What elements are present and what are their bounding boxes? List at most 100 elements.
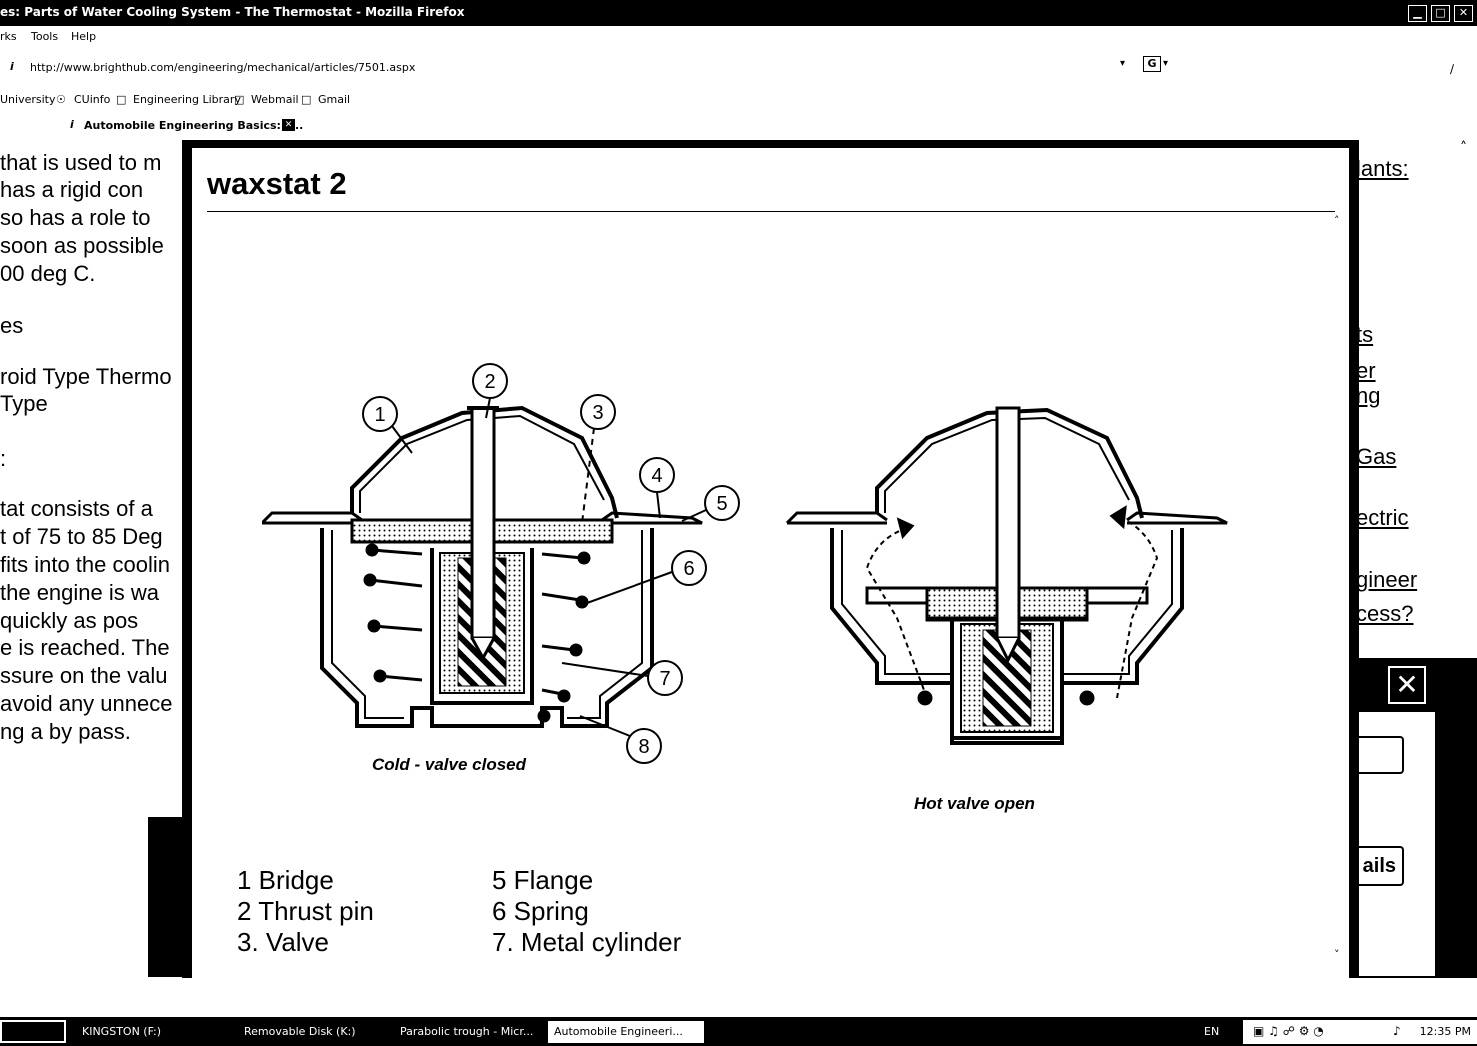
- minimize-button[interactable]: ▁: [1408, 5, 1427, 22]
- task-removable-disk[interactable]: Removable Disk (K:): [244, 1025, 356, 1038]
- navigation-toolbar: i http://www.brighthub.com/engineering/m…: [0, 56, 1477, 80]
- article-line: so has a role to: [0, 205, 151, 230]
- page-scroll-up-icon[interactable]: ˄: [1460, 140, 1467, 156]
- page-scroll-down-icon[interactable]: ˅: [1460, 960, 1467, 976]
- close-button[interactable]: ✕: [1454, 5, 1473, 22]
- article-line: avoid any unnece: [0, 691, 173, 716]
- legend-item-thrust-pin: 2 Thrust pin: [237, 896, 374, 926]
- article-line: 00 deg C.: [0, 261, 96, 286]
- callout-8: 8: [638, 736, 649, 758]
- tab-close-icon[interactable]: ✕: [282, 119, 295, 131]
- title-divider: [207, 211, 1335, 212]
- task-parabolic-trough[interactable]: Parabolic trough - Micr...: [400, 1025, 534, 1038]
- callout-4: 4: [651, 465, 662, 487]
- volume-icon[interactable]: ♪: [1393, 1024, 1401, 1038]
- search-engine-icon[interactable]: G: [1143, 56, 1161, 72]
- resize-grip-icon: ∕: [1450, 62, 1455, 76]
- clock: 12:35 PM: [1419, 1025, 1471, 1038]
- article-line: quickly as pos: [0, 608, 139, 633]
- article-line: :: [0, 446, 7, 471]
- article-line: fits into the coolin: [0, 552, 170, 577]
- callout-7: 7: [659, 668, 670, 690]
- caption-hot: Hot valve open: [914, 794, 1035, 813]
- page-scrollbar-track: [1435, 658, 1477, 978]
- related-link[interactable]: cess?: [1356, 601, 1414, 626]
- hot-thermostat-drawing: [785, 406, 1228, 745]
- bookmark-engineering-library[interactable]: Engineering Library: [133, 93, 241, 106]
- page-icon: □: [234, 93, 245, 106]
- image-lightbox: waxstat 2 ˄ ˅: [182, 140, 1359, 978]
- article-line: that is used to m: [0, 150, 162, 175]
- window-title: es: Parts of Water Cooling System - The …: [0, 5, 465, 19]
- page-icon: □: [116, 93, 127, 106]
- taskbar: KINGSTON (F:) Removable Disk (K:) Parabo…: [0, 1017, 1477, 1046]
- legend-item-spring: 6 Spring: [492, 896, 589, 926]
- related-link[interactable]: gineer: [1356, 567, 1418, 592]
- side-panel-input[interactable]: [1355, 736, 1404, 774]
- related-link[interactable]: er: [1356, 358, 1376, 383]
- article-line: roid Type Thermo: [0, 364, 172, 389]
- bookmarks-toolbar: University ☉ CUinfo □ Engineering Librar…: [0, 91, 1100, 109]
- task-automobile-engineering[interactable]: Automobile Engineeri...: [548, 1021, 704, 1043]
- article-line: ng a by pass.: [0, 719, 131, 744]
- search-dropdown-icon[interactable]: ▾: [1163, 58, 1169, 69]
- caption-cold: Cold - valve closed: [372, 755, 526, 774]
- callout-2: 2: [484, 371, 495, 393]
- task-kingston[interactable]: KINGSTON (F:): [82, 1025, 162, 1038]
- page-icon: □: [301, 93, 312, 106]
- side-panel-details-button[interactable]: ails: [1355, 846, 1404, 886]
- bookmark-university[interactable]: University: [0, 93, 56, 106]
- maximize-button[interactable]: □: [1431, 5, 1450, 22]
- tab-favicon-icon: i: [70, 118, 74, 131]
- related-link[interactable]: Gas: [1356, 444, 1397, 469]
- legend-item-bridge: 1 Bridge: [237, 865, 334, 895]
- language-indicator[interactable]: EN: [1204, 1025, 1220, 1038]
- dropdown-arrow-icon[interactable]: ▾: [1120, 58, 1126, 69]
- site-identity-icon[interactable]: i: [10, 60, 14, 73]
- window-titlebar: es: Parts of Water Cooling System - The …: [0, 0, 1477, 26]
- cuinfo-icon: ☉: [56, 93, 66, 106]
- bookmark-gmail[interactable]: Gmail: [318, 93, 351, 106]
- article-line: es: [0, 313, 24, 338]
- system-tray: ▣ ♫ ☍ ⚙ ◔ ♪ 12:35 PM: [1243, 1020, 1477, 1044]
- article-line: soon as possible: [0, 233, 164, 258]
- callout-1: 1: [374, 404, 385, 426]
- ad-image: [148, 817, 183, 977]
- address-bar[interactable]: http://www.brighthub.com/engineering/mec…: [30, 61, 416, 74]
- article-line: t of 75 to 85 Deg: [0, 524, 163, 549]
- related-link[interactable]: lants:: [1356, 156, 1409, 181]
- article-line: tat consists of a: [0, 496, 153, 521]
- related-link[interactable]: ts: [1356, 322, 1374, 347]
- article-line: has a rigid con: [0, 177, 144, 202]
- legend-item-flange: 5 Flange: [492, 865, 594, 895]
- lightbox-title: waxstat 2: [207, 166, 347, 201]
- article-line: ssure on the valu: [0, 663, 168, 688]
- article-line: Type: [0, 391, 48, 416]
- related-link[interactable]: ectric: [1356, 505, 1409, 530]
- tray-icons[interactable]: ▣ ♫ ☍ ⚙ ◔: [1253, 1024, 1324, 1038]
- related-link[interactable]: ng: [1356, 383, 1381, 408]
- thermostat-diagram: 1 2 3 4 5 6 7 8: [262, 363, 1228, 764]
- bookmark-cuinfo[interactable]: CUinfo: [74, 93, 111, 106]
- cold-thermostat-drawing: [262, 363, 740, 764]
- bookmark-webmail[interactable]: Webmail: [251, 93, 299, 106]
- lightbox-content: waxstat 2 ˄ ˅: [192, 148, 1349, 978]
- lightbox-scroll-down-icon[interactable]: ˅: [1334, 948, 1340, 961]
- side-panel-close-button[interactable]: ✕: [1388, 666, 1426, 704]
- lightbox-scroll-up-icon[interactable]: ˄: [1334, 214, 1340, 227]
- callout-3: 3: [592, 402, 603, 424]
- article-line: e is reached. The: [0, 635, 170, 660]
- legend-item-metal-cylinder: 7. Metal cylinder: [492, 927, 682, 957]
- menu-help[interactable]: Help: [71, 30, 97, 43]
- side-panel: [1355, 658, 1437, 978]
- tab-automobile-engineering[interactable]: Automobile Engineering Basics: P...: [84, 119, 304, 132]
- menu-bar: rks Tools Help: [0, 27, 1477, 47]
- menu-bookmarks[interactable]: rks: [0, 30, 17, 43]
- article-line: the engine is wa: [0, 580, 159, 605]
- callout-6: 6: [683, 558, 694, 580]
- start-button[interactable]: [0, 1020, 66, 1043]
- legend-item-valve: 3. Valve: [237, 927, 330, 957]
- tab-bar: i Automobile Engineering Basics: P... ✕: [0, 116, 1477, 134]
- menu-tools[interactable]: Tools: [31, 30, 59, 43]
